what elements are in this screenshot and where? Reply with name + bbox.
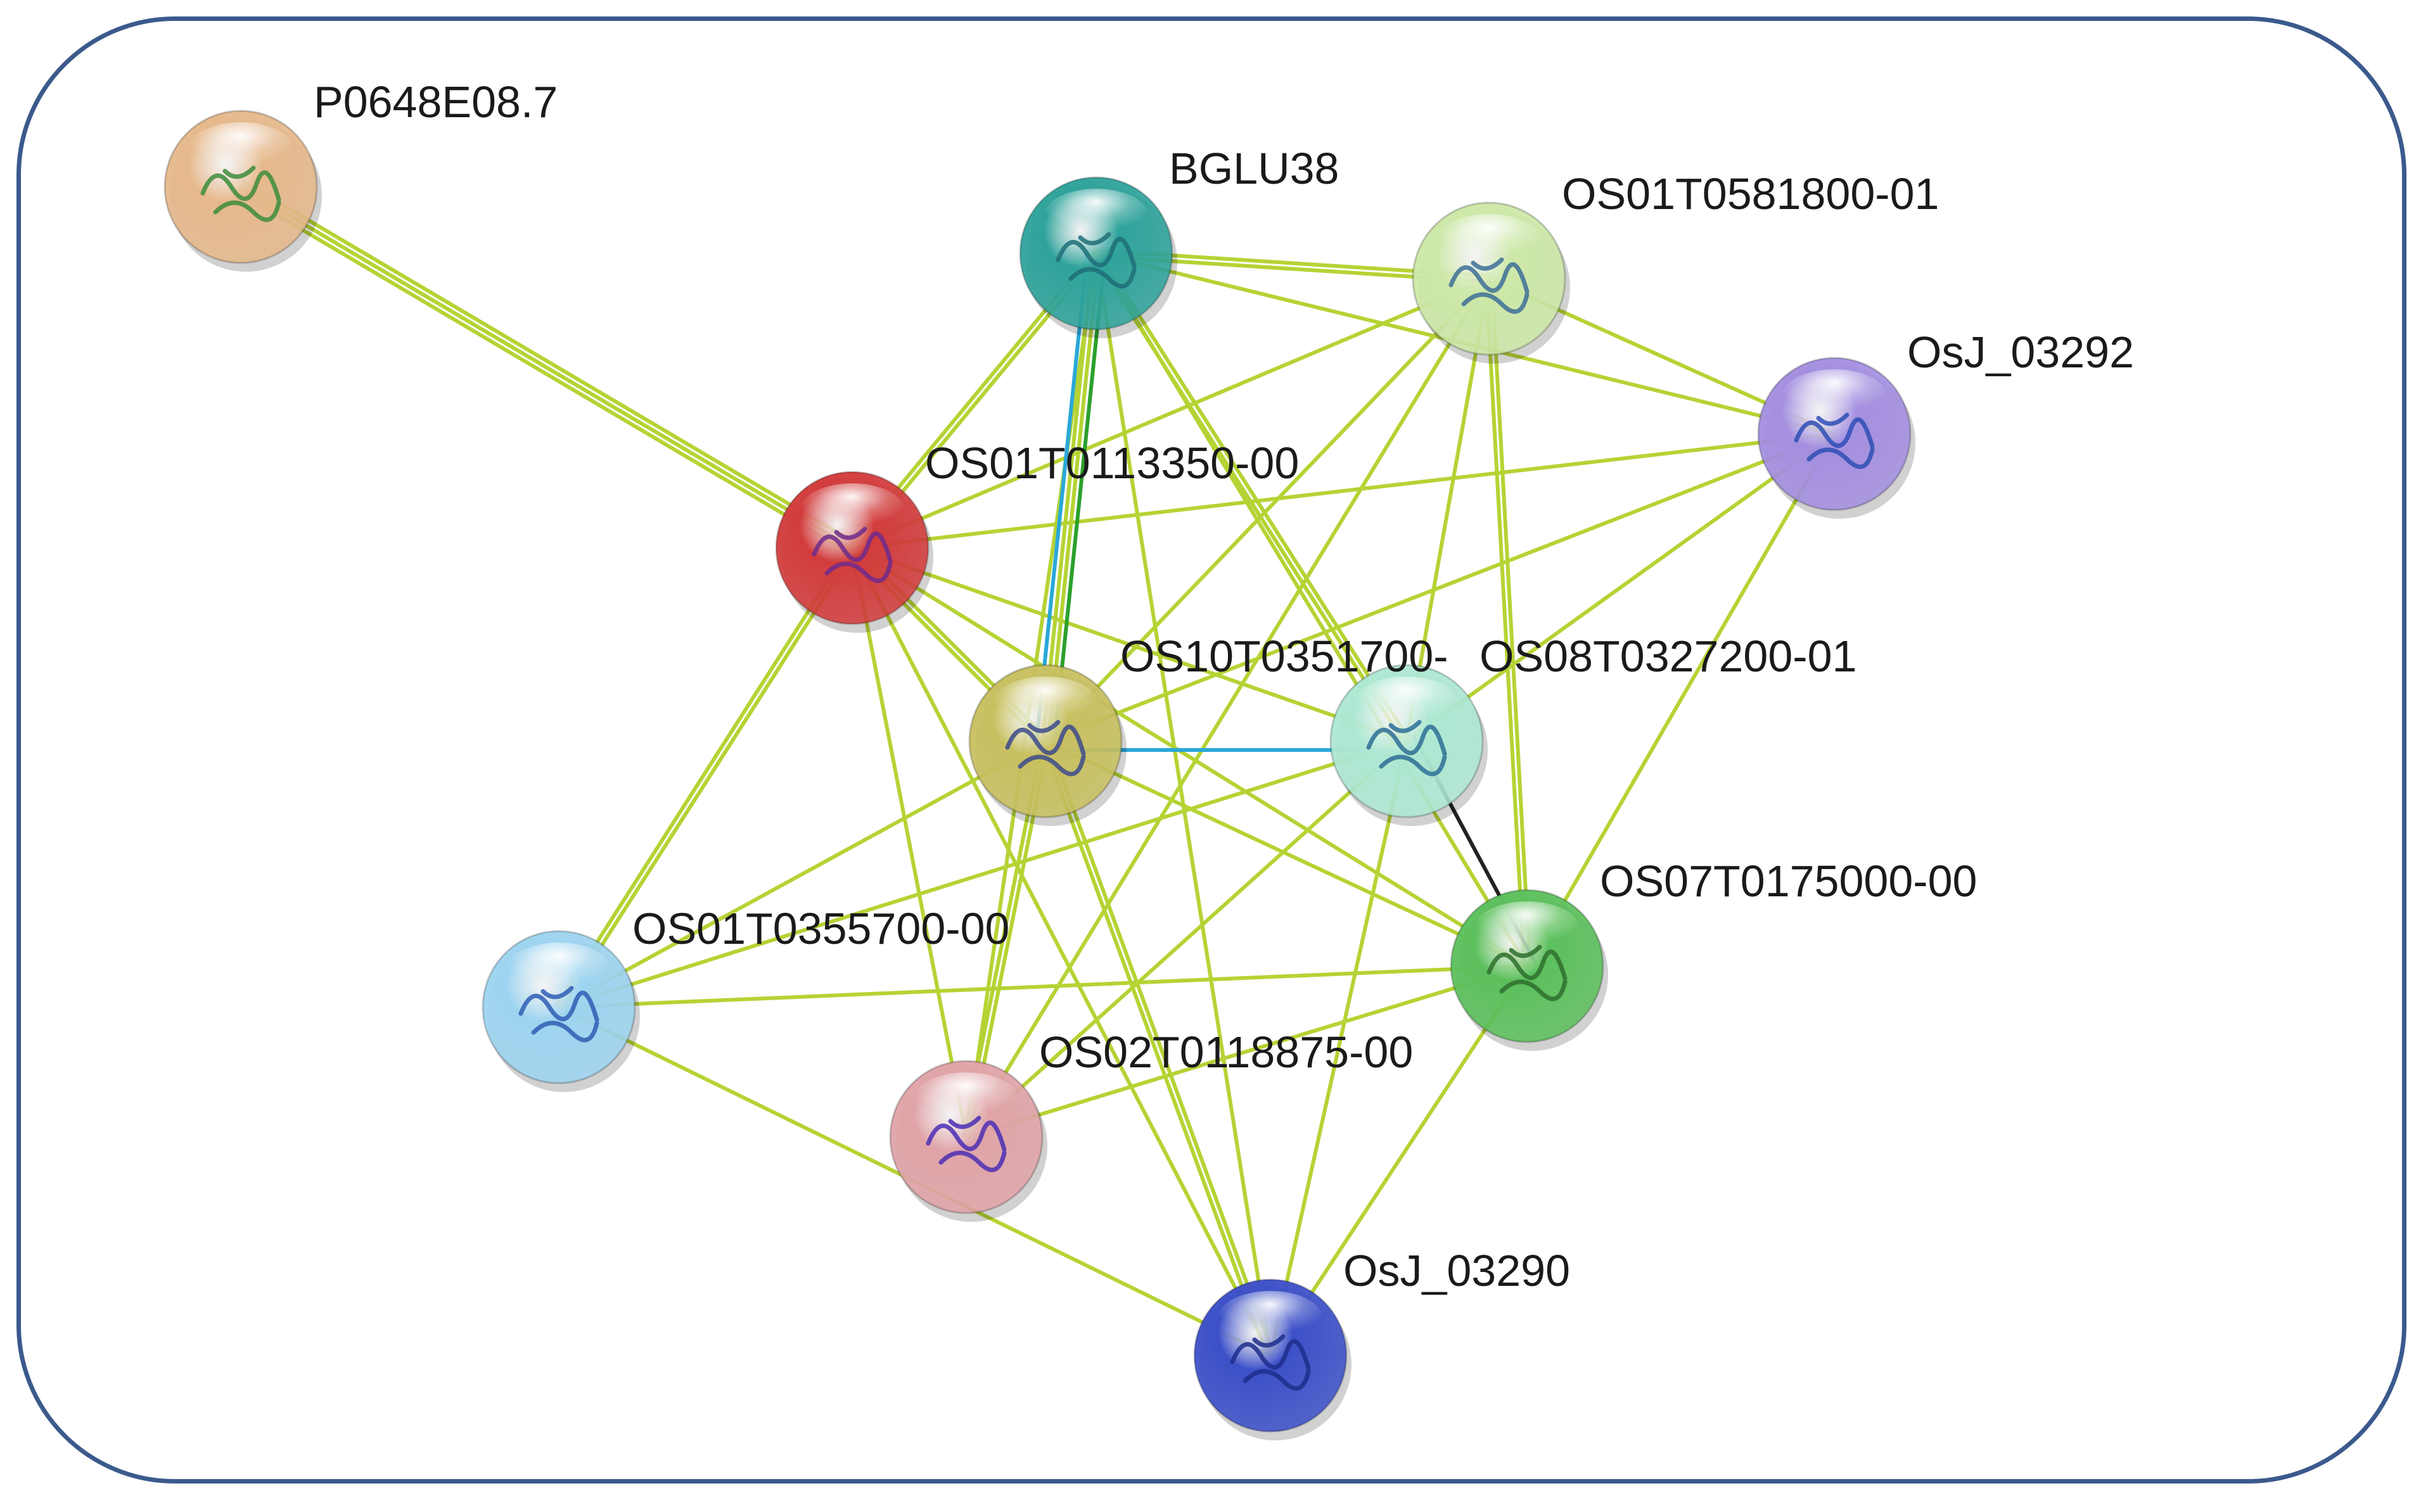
edge-bglu38-os07t0175000-00 <box>1094 251 1529 968</box>
node-label-os01t0581800-01: OS01T0581800-01 <box>1562 169 1939 219</box>
special-edge-bglu38-os10t0351700 <box>1035 250 1090 742</box>
node-os02t0118875-00[interactable] <box>889 1060 1047 1222</box>
node-os01t0355700-00[interactable] <box>482 930 640 1092</box>
edge-bglu38-os10t0351700 <box>1046 251 1101 744</box>
edge-osj-03292-os07t0175000-00 <box>1525 432 1836 968</box>
node-label-bglu38: BGLU38 <box>1169 144 1339 193</box>
node-osj-03292[interactable] <box>1757 357 1915 519</box>
node-os01t0581800-01[interactable] <box>1412 201 1570 364</box>
node-label-os02t0118875-00: OS02T0118875-00 <box>1039 1027 1413 1077</box>
node-osj-03290[interactable] <box>1193 1278 1351 1440</box>
edge-os08t0327200-01-os01t0355700-00 <box>557 739 1409 1009</box>
edge-os01t0113350-00-osj-03290 <box>850 546 1272 1357</box>
edge-os01t0581800-01-os02t0118875-00 <box>964 277 1491 1139</box>
edge-os08t0327200-01-os02t0118875-00 <box>964 739 1409 1139</box>
node-bglu38[interactable] <box>1019 176 1177 338</box>
edge-osj-03292-os08t0327200-01 <box>1405 432 1836 743</box>
node-label-os07t0175000-00: OS07T0175000-00 <box>1600 856 1977 906</box>
node-label-os01t0113350-00: OS01T0113350-00 <box>925 438 1299 488</box>
edge-osj-03292-os01t0113350-00 <box>850 432 1836 550</box>
nodes-layer <box>163 110 1915 1440</box>
edge-os01t0581800-01-os08t0327200-01 <box>1405 277 1491 743</box>
labels-layer: P0648E08.7BGLU38OS01T0581800-01OsJ_03292… <box>314 77 2134 1295</box>
special-edge-bglu38-os10t0351700 <box>1052 252 1107 744</box>
node-label-p0648e08-7: P0648E08.7 <box>314 77 558 127</box>
edge-p0648e08-7-os01t0113350-00 <box>241 180 857 545</box>
edge-os08t0327200-01-osj-03290 <box>1268 739 1409 1357</box>
edge-os01t0581800-01-os01t0113350-00 <box>850 277 1491 550</box>
edge-os07t0175000-00-os02t0118875-00 <box>964 964 1529 1139</box>
node-label-osj-03292: OsJ_03292 <box>1907 327 2134 377</box>
node-os07t0175000-00[interactable] <box>1450 889 1608 1051</box>
edge-osj-03292-os10t0351700 <box>1044 432 1836 743</box>
node-label-osj-03290: OsJ_03290 <box>1343 1246 1570 1295</box>
node-p0648e08-7[interactable] <box>163 110 322 272</box>
edge-os01t0113350-00-os08t0327200-01 <box>850 546 1409 743</box>
edge-os01t0113350-00-os01t0355700-00 <box>559 547 857 1011</box>
edge-os01t0113350-00-os07t0175000-00 <box>850 546 1529 968</box>
edge-os01t0113350-00-os02t0118875-00 <box>850 546 968 1139</box>
edge-p0648e08-7-os01t0113350-00 <box>236 189 852 555</box>
edge-os01t0581800-01-os07t0175000-00 <box>1490 276 1532 968</box>
edge-os07t0175000-00-os01t0355700-00 <box>557 964 1529 1009</box>
node-os01t0113350-00[interactable] <box>775 471 933 633</box>
node-label-os08t0327200-01: OS08T0327200-01 <box>1479 632 1856 681</box>
edge-os01t0581800-01-os10t0351700 <box>1044 277 1491 743</box>
node-os10t0351700[interactable] <box>968 664 1127 826</box>
edge-os01t0113350-00-os01t0355700-00 <box>554 544 852 1008</box>
edge-p0648e08-7-os01t0113350-00 <box>239 185 854 550</box>
edge-os10t0351700-os07t0175000-00 <box>1044 739 1529 968</box>
node-label-os10t0351700: OS10T0351700- <box>1120 632 1448 681</box>
edge-os10t0351700-os01t0355700-00 <box>557 739 1047 1009</box>
node-os08t0327200-01[interactable] <box>1329 664 1488 826</box>
edge-bglu38-os08t0327200-01 <box>1096 250 1411 742</box>
edge-os07t0175000-00-osj-03290 <box>1268 964 1529 1357</box>
node-label-os01t0355700-00: OS01T0355700-00 <box>632 904 1009 953</box>
edge-os01t0581800-01-os07t0175000-00 <box>1484 277 1526 969</box>
